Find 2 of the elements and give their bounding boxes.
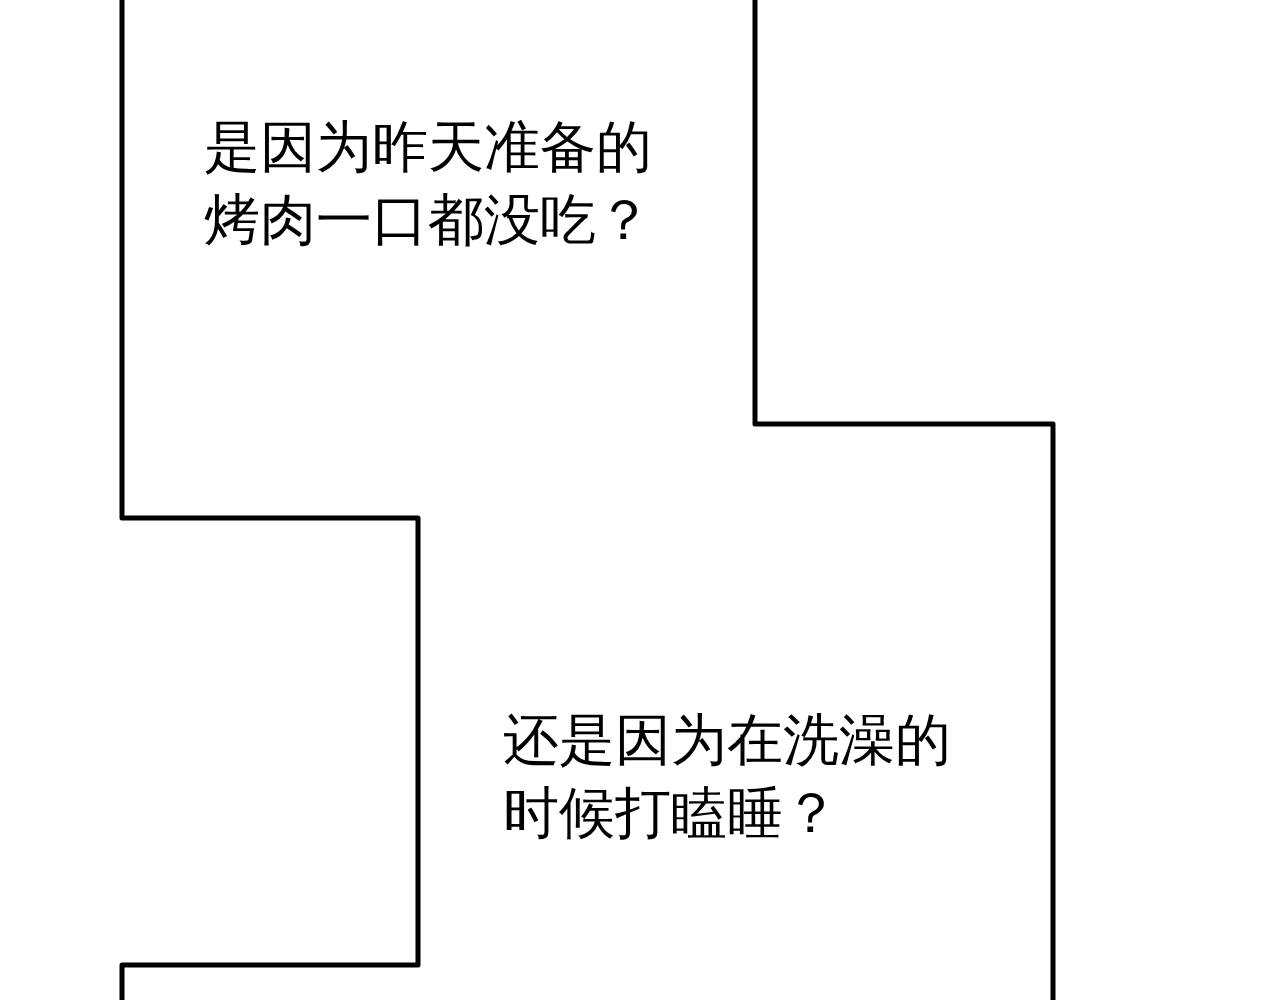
speech-text: 还是因为在洗澡的时候打瞌睡？ xyxy=(503,706,952,847)
speech-text: 是因为昨天准备的烤肉一口都没吃？ xyxy=(204,113,653,254)
